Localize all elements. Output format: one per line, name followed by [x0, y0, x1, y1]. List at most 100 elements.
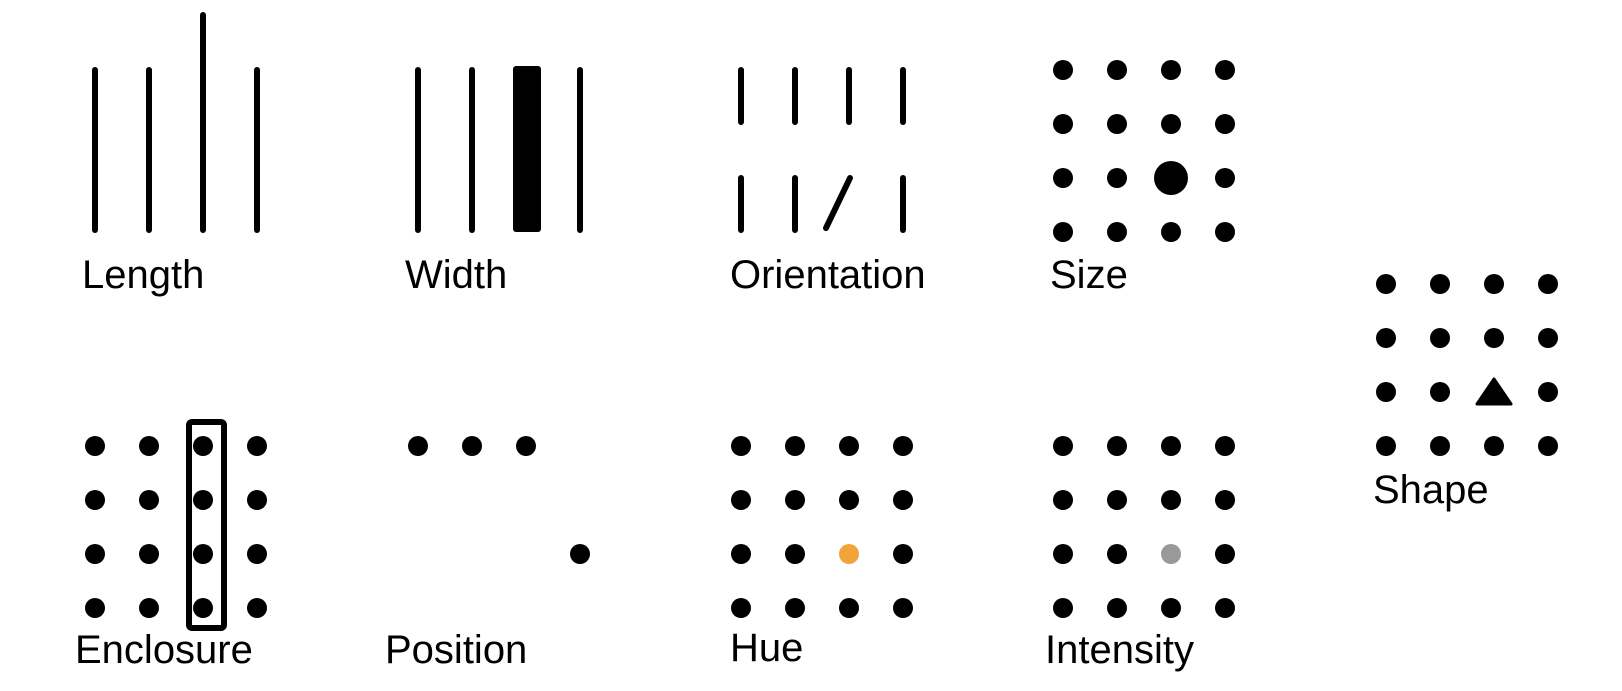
hue-dot — [731, 544, 751, 564]
hue-dot — [731, 436, 751, 456]
shape-dot — [1430, 382, 1450, 402]
enclosure-dot — [139, 598, 159, 618]
size-dot — [1107, 168, 1127, 188]
hue-group — [731, 436, 913, 618]
position-group — [408, 436, 590, 564]
enclosure-group — [85, 436, 267, 618]
intensity-dot — [1053, 436, 1073, 456]
intensity-dot — [1107, 490, 1127, 510]
size-dot — [1215, 168, 1235, 188]
enclosure-dot — [193, 436, 213, 456]
size-label: Size — [1050, 253, 1128, 297]
hue-dot — [731, 598, 751, 618]
orientation-line-tilted — [823, 175, 853, 231]
hue-dot — [893, 436, 913, 456]
length-label: Length — [82, 253, 205, 297]
shape-dot — [1484, 274, 1504, 294]
intensity-dot — [1053, 490, 1073, 510]
position-dot — [516, 436, 536, 456]
intensity-label: Intensity — [1045, 628, 1194, 672]
shape-dot — [1430, 436, 1450, 456]
orientation-group — [738, 67, 906, 233]
enclosure-box — [186, 419, 227, 631]
hue-dot — [893, 490, 913, 510]
intensity-dot — [1161, 598, 1181, 618]
enclosure-label: Enclosure — [75, 628, 253, 672]
position-dot-highlight — [570, 544, 590, 564]
shape-dot — [1538, 274, 1558, 294]
size-dot — [1107, 114, 1127, 134]
enclosure-dot — [85, 490, 105, 510]
enclosure-dot — [247, 436, 267, 456]
shape-dot — [1484, 328, 1504, 348]
intensity-dot — [1107, 436, 1127, 456]
intensity-dot — [1215, 598, 1235, 618]
position-dot — [408, 436, 428, 456]
size-dot — [1215, 60, 1235, 80]
shape-label: Shape — [1373, 468, 1489, 512]
shape-dot — [1376, 436, 1396, 456]
intensity-dot — [1215, 436, 1235, 456]
size-dot — [1053, 222, 1073, 242]
enclosure-dot — [139, 490, 159, 510]
intensity-dot — [1215, 544, 1235, 564]
shape-group — [1376, 274, 1558, 456]
enclosure-dot — [193, 544, 213, 564]
shape-dot — [1538, 328, 1558, 348]
width-group — [415, 66, 583, 233]
shape-dot — [1376, 382, 1396, 402]
enclosure-dot — [247, 490, 267, 510]
intensity-dot — [1107, 544, 1127, 564]
size-dot — [1215, 222, 1235, 242]
shape-dot — [1484, 436, 1504, 456]
hue-dot — [785, 598, 805, 618]
hue-dot-highlight — [839, 544, 859, 564]
hue-dot — [893, 598, 913, 618]
size-dot — [1053, 60, 1073, 80]
enclosure-dot — [85, 436, 105, 456]
enclosure-dot — [247, 544, 267, 564]
hue-dot — [839, 598, 859, 618]
orientation-label: Orientation — [730, 253, 926, 297]
intensity-dot — [1053, 544, 1073, 564]
size-dot-highlight — [1154, 161, 1188, 195]
enclosure-dot — [85, 544, 105, 564]
hue-dot — [785, 544, 805, 564]
size-dot — [1053, 168, 1073, 188]
intensity-dot-highlight — [1161, 544, 1181, 564]
size-dot — [1161, 222, 1181, 242]
hue-dot — [839, 490, 859, 510]
position-label: Position — [385, 628, 528, 672]
hue-dot — [731, 490, 751, 510]
enclosure-dot — [193, 490, 213, 510]
intensity-dot — [1161, 490, 1181, 510]
shape-dot — [1376, 328, 1396, 348]
size-dot — [1161, 114, 1181, 134]
hue-dot — [839, 436, 859, 456]
size-dot — [1053, 114, 1073, 134]
size-group — [1053, 60, 1235, 242]
enclosure-dot — [85, 598, 105, 618]
shape-dot-highlight — [1475, 377, 1513, 406]
enclosure-dot — [193, 598, 213, 618]
size-dot — [1107, 60, 1127, 80]
hue-dot — [785, 436, 805, 456]
size-dot — [1215, 114, 1235, 134]
size-dot — [1161, 60, 1181, 80]
enclosure-dot — [139, 436, 159, 456]
shape-dot — [1376, 274, 1396, 294]
intensity-dot — [1215, 490, 1235, 510]
size-dot — [1107, 222, 1127, 242]
shape-dot — [1538, 382, 1558, 402]
position-dot — [462, 436, 482, 456]
hue-dot — [785, 490, 805, 510]
intensity-group — [1053, 436, 1235, 618]
shape-dot — [1538, 436, 1558, 456]
intensity-dot — [1053, 598, 1073, 618]
width-label: Width — [405, 253, 508, 297]
intensity-dot — [1107, 598, 1127, 618]
shape-dot — [1430, 274, 1450, 294]
enclosure-dot — [247, 598, 267, 618]
